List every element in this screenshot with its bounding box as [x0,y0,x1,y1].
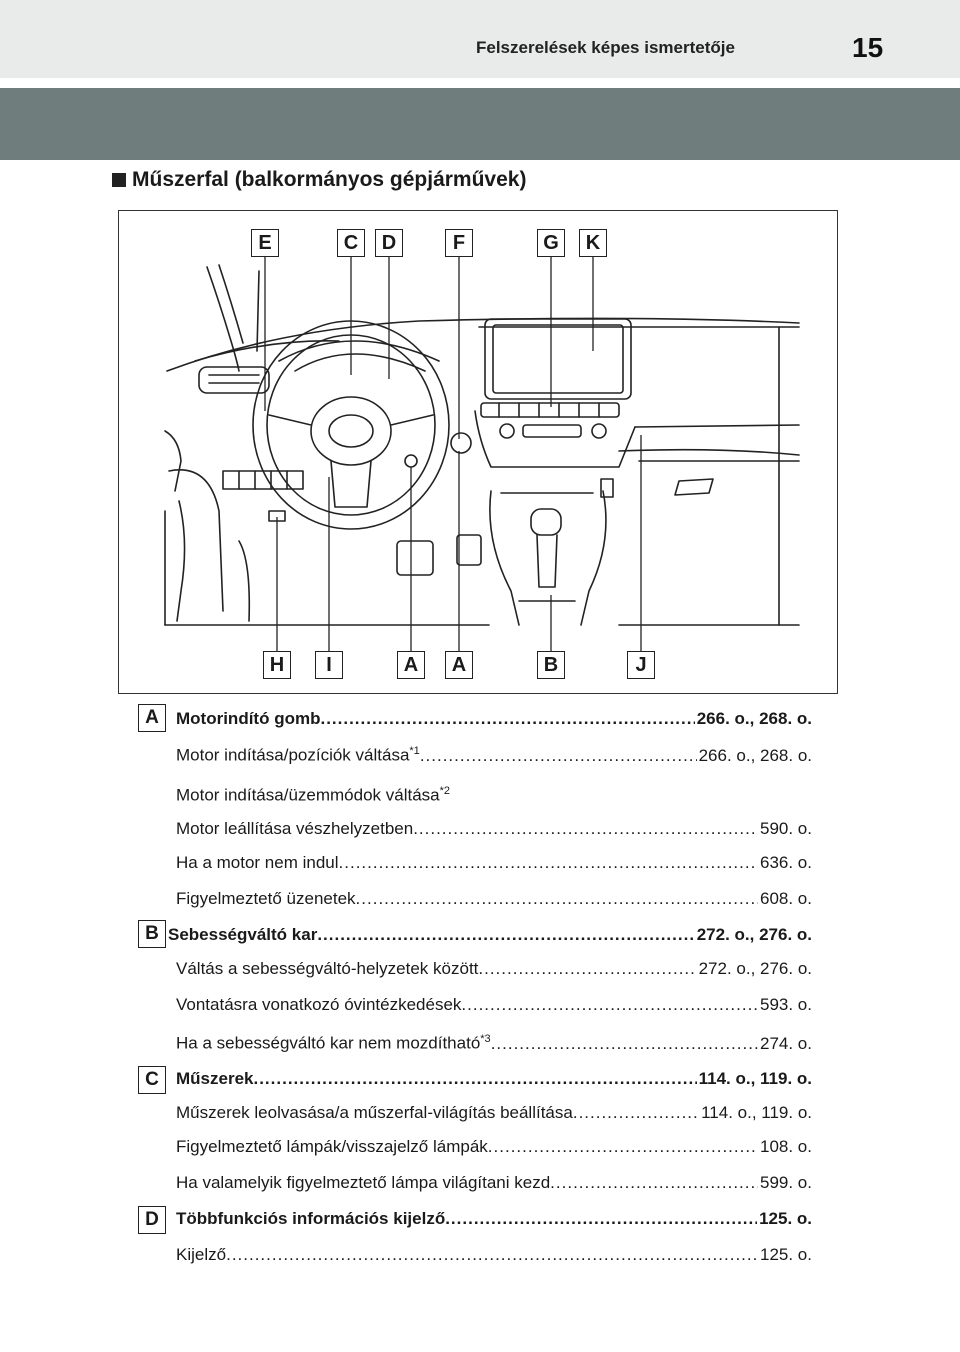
footnote-marker: *3 [480,1033,491,1045]
entry-item-label: Figyelmeztető üzenetek [176,889,356,908]
callout-top-5: G [537,229,565,257]
entry-item-label: Motor indítása/pozíciók váltása [176,745,410,765]
dashboard-line-drawing [164,255,800,651]
entry-item-label: Váltás a sebességváltó-helyzetek között [176,959,479,978]
entry-item: Figyelmeztető lámpák/visszajelző lámpák 1… [176,1136,812,1158]
entry-badge: A [138,704,166,732]
entry-title-ref: 266. o., 268. o. [696,709,812,728]
entry-title-row: Motorindító gomb 266. o., 268. o. [176,708,812,730]
footnote-marker: *1 [409,745,420,757]
callout-top-3: D [375,229,403,257]
page-number: 15 [852,32,884,63]
section-heading: Műszerfal (balkormányos gépjárművek) [112,168,526,192]
section-heading-text: Műszerfal (balkormányos gépjárművek) [132,168,527,191]
entry-item-ref: 125. o. [760,1245,812,1264]
entry-item: Műszerek leolvasása/a műszerfal-világítá… [176,1102,812,1124]
entry-title: Motorindító gomb [176,709,321,728]
callout-top-2: C [337,229,365,257]
entry-item: Motor indítása/üzemmódok váltása*2 [176,780,812,807]
entry-badge: C [138,1066,166,1094]
entry-item-label: Motor indítása/üzemmódok váltása [176,785,440,805]
entry-badge: B [138,920,166,948]
entry-item-label: Műszerek leolvasása/a műszerfal-világítá… [176,1103,573,1122]
entry-title-row: Műszerek 114. o., 119. o. [176,1068,812,1090]
entry-title: Többfunkciós információs kijelző [176,1209,446,1228]
header-strip [0,0,960,78]
entry-title-ref: 114. o., 119. o. [698,1069,812,1088]
entry-item-ref: 266. o., 268. o. [698,745,812,765]
callout-bottom-1: H [263,651,291,679]
entry-title: Műszerek [176,1069,254,1088]
entry-item-ref: 114. o., 119. o. [701,1103,812,1122]
entry-title-row: Sebességváltó kar 272. o., 276. o. [168,924,812,946]
entry-item: Kijelző 125. o. [176,1244,812,1266]
entry-item: Ha a motor nem indul 636. o. [176,852,812,874]
callout-top-6: K [579,229,607,257]
entry-item-label: Figyelmeztető lámpák/visszajelző lámpák [176,1137,488,1156]
entry-item-label: Ha a motor nem indul [176,853,339,872]
callout-top-4: F [445,229,473,257]
entry-title-row: Többfunkciós információs kijelző 125. o. [176,1208,812,1230]
entry-item-label: Ha a sebességváltó kar nem mozdítható [176,1033,481,1053]
entry-item-ref: 274. o. [760,1033,812,1053]
entry-item-ref: 636. o. [760,853,812,872]
entry-item-ref: 272. o., 276. o. [698,959,812,978]
running-header-title: Felszerelések képes ismertetője [476,38,735,57]
bullet-square-icon [112,173,126,187]
callout-bottom-2: I [315,651,343,679]
entry-item: Vontatásra vonatkozó óvintézkedések 593. … [176,994,812,1016]
callout-bottom-3: A [397,651,425,679]
entry-title-ref: 272. o., 276. o. [696,925,812,944]
callout-bottom-4: A [445,651,473,679]
entry-item-ref: 593. o. [760,995,812,1014]
entry-item-ref: 108. o. [760,1137,812,1156]
callout-bottom-6: J [627,651,655,679]
entry-item-label: Motor leállítása vészhelyzetben [176,819,414,838]
entry-item-ref: 608. o. [760,889,812,908]
entry-item-label: Ha valamelyik figyelmeztető lámpa világí… [176,1173,551,1192]
callout-top-1: E [251,229,279,257]
entry-item: Motor indítása/pozíciók váltása*1 266. o.… [176,740,812,767]
entry-item: Figyelmeztető üzenetek 608. o. [176,888,812,910]
decorative-band [0,88,960,160]
callout-bottom-5: B [537,651,565,679]
entry-title: Sebességváltó kar [168,925,318,944]
entry-title-ref: 125. o. [759,1209,812,1228]
entry-item: Motor leállítása vészhelyzetben 590. o. [176,818,812,840]
entry-item-ref: 599. o. [760,1173,812,1192]
entry-item-label: Kijelző [176,1245,227,1264]
entry-item-ref: 590. o. [760,819,812,838]
dashboard-illustration: E C D F G K H I A A B J [118,210,838,694]
entry-badge: D [138,1206,166,1234]
entry-item-label: Vontatásra vonatkozó óvintézkedések [176,995,462,1014]
entry-item: Ha valamelyik figyelmeztető lámpa világí… [176,1172,812,1194]
entry-item: Váltás a sebességváltó-helyzetek között 2… [176,958,812,980]
entry-item: Ha a sebességváltó kar nem mozdítható*3 2… [176,1028,812,1055]
footnote-marker: *2 [439,785,451,797]
